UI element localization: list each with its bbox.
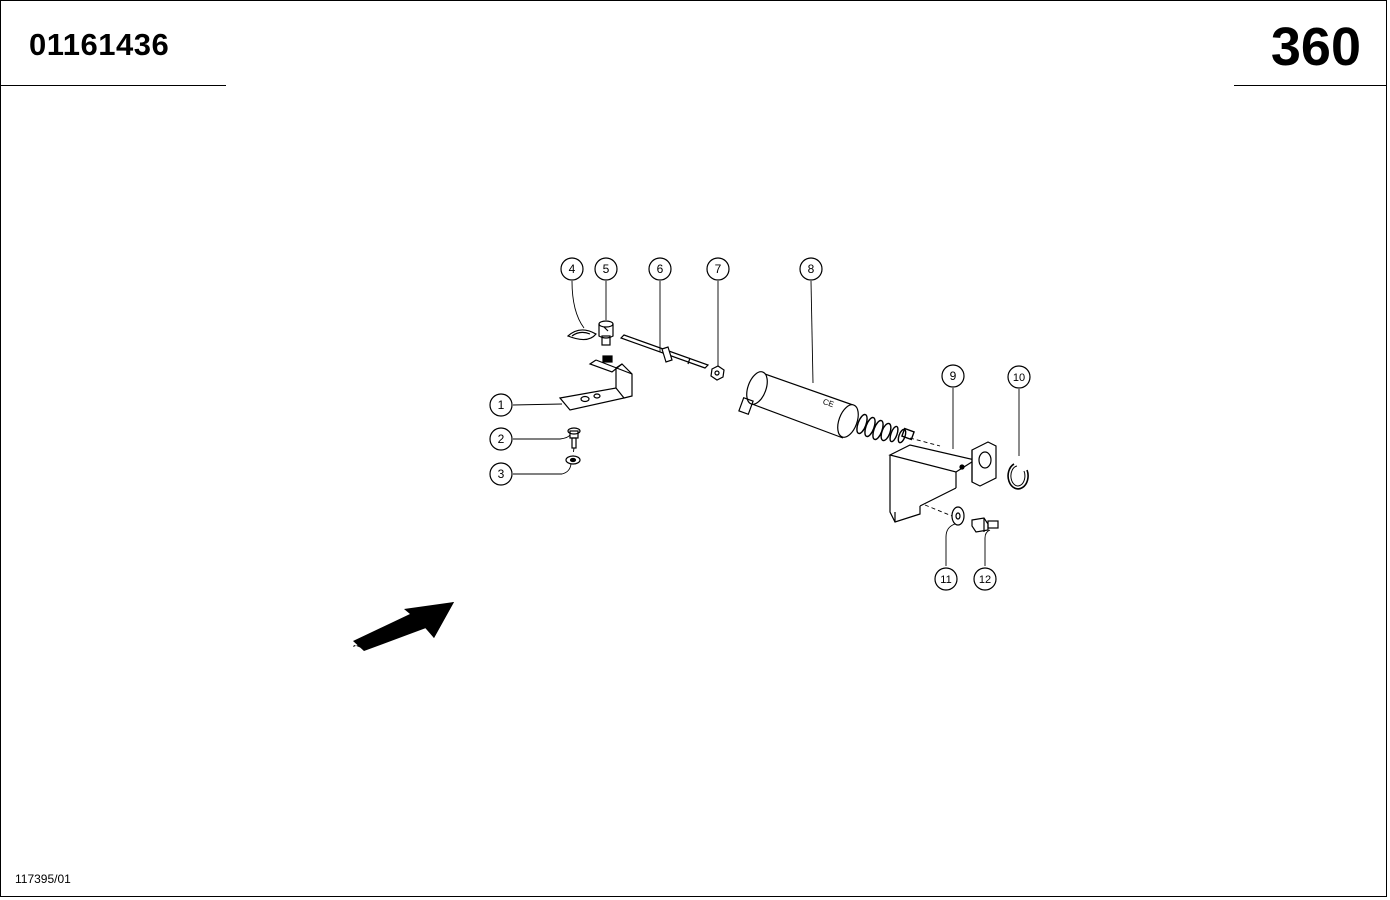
callout-6: 6 [657,262,664,276]
callout-8: 8 [808,262,815,276]
callout-5: 5 [603,262,610,276]
callout-12: 12 [979,574,991,586]
callout-3: 3 [498,467,505,481]
part-mounting-plate [888,441,997,523]
part-nut [710,365,725,381]
callout-4: 4 [569,262,576,276]
callout-11: 11 [940,574,951,586]
callout-9: 9 [950,369,957,383]
part-rod [619,334,710,369]
callout-7: 7 [715,262,722,276]
header-rule-right [1234,85,1387,86]
callout-10-circle [1007,365,1031,389]
page-number: 360 [1270,17,1361,77]
part-bracket [558,355,633,411]
callout-4-circle [560,257,584,281]
part-washer-large [951,506,965,526]
svg-text:CE: CE [822,397,836,409]
assembly-guide-lines [572,437,953,517]
callout-1-circle [489,393,513,417]
callout-9-circle [941,364,965,388]
part-screw-small [567,427,581,449]
callout-1: 1 [498,398,505,412]
callout-6-circle [648,257,672,281]
part-snap-ring [1007,463,1029,490]
document-number: 01161436 [29,27,170,62]
callout-10: 10 [1013,372,1025,384]
part-washer-small [565,455,581,465]
header-rule-left [0,85,226,86]
part-bolt [971,517,999,533]
callout-5-circle [594,257,618,281]
callout-11-circle [934,567,958,591]
callout-12-circle [973,567,997,591]
callout-3-circle [489,462,513,486]
callout-8-circle [799,257,823,281]
part-plug [598,320,614,346]
arrow-icon [353,602,454,651]
part-clip [566,329,597,341]
callout-circles [489,257,1031,591]
leader-lines [512,280,1020,566]
callout-2-circle [489,427,513,451]
callout-7-circle [706,257,730,281]
part-cylinder: CE [738,371,915,444]
callout-2: 2 [498,432,505,446]
figure-reference: 117395/01 [15,872,71,886]
